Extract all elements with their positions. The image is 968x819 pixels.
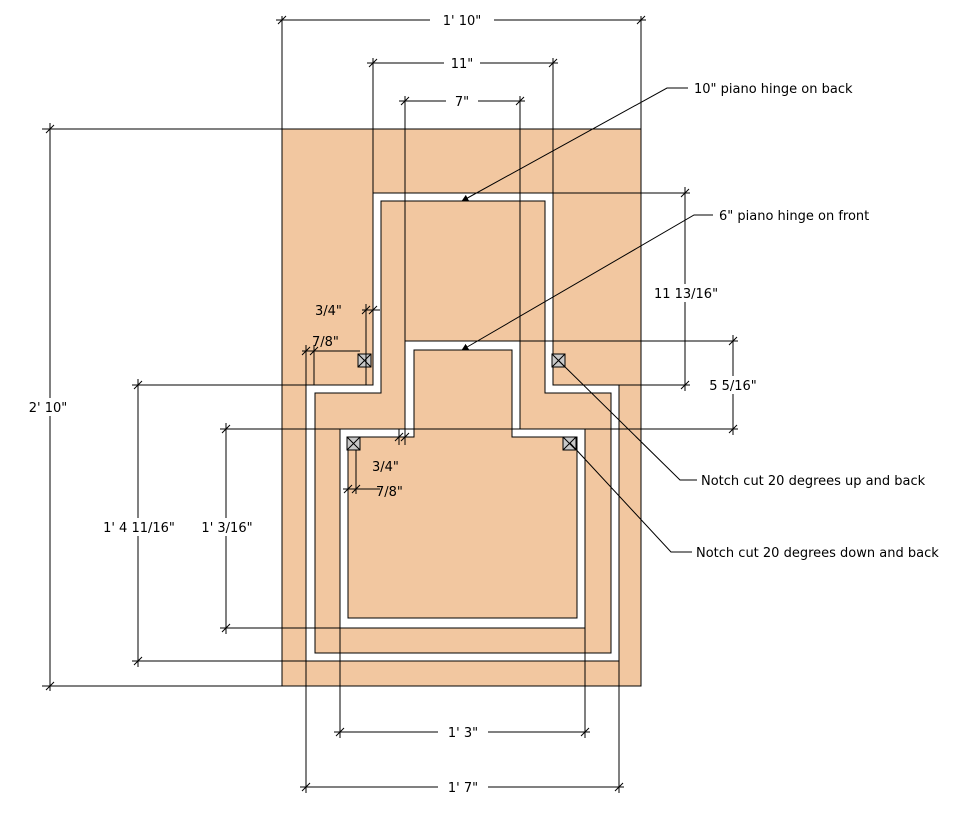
inner-piece: [347, 349, 578, 619]
label-upper-cut-height: 11 13/16": [654, 287, 718, 302]
dim-upper-offset: 7/8": [301, 335, 360, 385]
label-overall-height: 2' 10": [29, 401, 68, 416]
dim-lower-gap: 3/4": [372, 429, 412, 475]
label-inner-bottom-width: 1' 3": [448, 726, 478, 741]
dim-inner-cut-height: 1' 3/16": [194, 423, 340, 634]
label-outer-cut-height: 1' 4 11/16": [103, 521, 175, 536]
leader-hinge-front: 6" piano hinge on front: [461, 209, 869, 351]
dim-inner-step-height: 5 5/16": [405, 335, 764, 435]
notch-lower-right: [562, 436, 577, 451]
notch-upper-left: [357, 353, 372, 368]
dim-inner-top-width: 7": [399, 93, 525, 341]
label-inner-step-height: 5 5/16": [709, 379, 757, 394]
dim-top-section-width: 11": [367, 55, 558, 193]
note-notch-up: Notch cut 20 degrees up and back: [701, 474, 926, 489]
label-outer-bottom-width: 1' 7": [448, 781, 478, 796]
label-upper-gap: 3/4": [315, 304, 342, 319]
dim-outer-cut-height: 1' 4 11/16": [96, 379, 306, 667]
dim-upper-cut-height: 11 13/16": [553, 187, 724, 391]
note-notch-down: Notch cut 20 degrees down and back: [696, 546, 939, 561]
leader-notch-up: Notch cut 20 degrees up and back: [557, 359, 926, 489]
dim-outer-bottom-width: 1' 7": [300, 661, 624, 796]
dim-inner-bottom-width: 1' 3": [334, 628, 590, 741]
label-inner-cut-height: 1' 3/16": [201, 521, 252, 536]
notch-lower-left: [346, 436, 361, 451]
leader-notch-down: Notch cut 20 degrees down and back: [569, 442, 939, 561]
label-lower-offset: 7/8": [376, 485, 403, 500]
dim-upper-gap: 3/4": [315, 304, 380, 385]
dim-overall-height: 2' 10": [20, 123, 282, 691]
label-overall-width: 1' 10": [443, 14, 482, 29]
label-lower-gap: 3/4": [372, 460, 399, 475]
note-hinge-back: 10" piano hinge on back: [694, 82, 853, 97]
label-top-section-width: 11": [451, 57, 474, 72]
dim-lower-offset: 7/8": [343, 450, 403, 500]
dim-overall-width: 1' 10": [276, 12, 646, 129]
label-inner-top-width: 7": [455, 95, 469, 110]
note-hinge-front: 6" piano hinge on front: [719, 209, 869, 224]
label-upper-offset: 7/8": [312, 335, 339, 350]
leader-hinge-back: 10" piano hinge on back: [461, 82, 853, 202]
